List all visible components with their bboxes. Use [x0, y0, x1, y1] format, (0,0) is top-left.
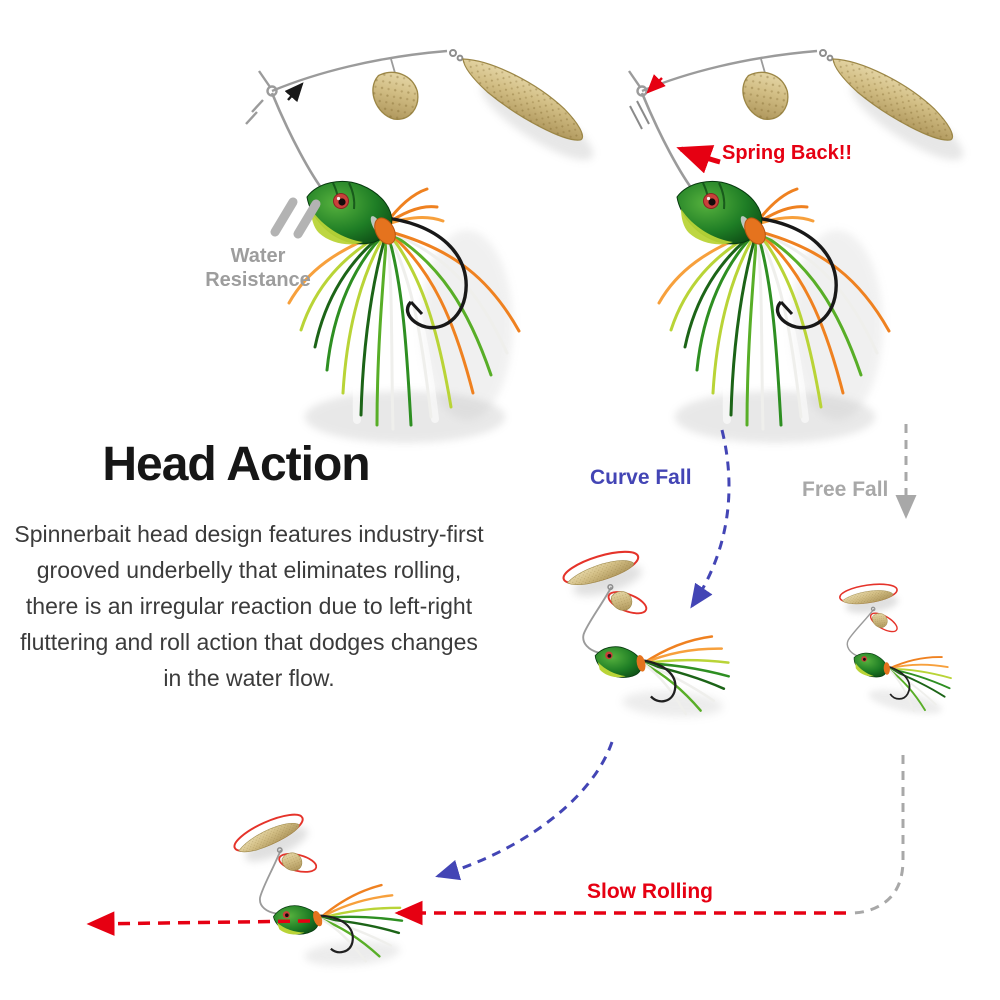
wire-flex-arrow-black — [245, 82, 304, 125]
spinnerbait-free-fall — [817, 570, 969, 720]
curve-fall-label: Curve Fall — [590, 466, 692, 489]
free-fall-label: Free Fall — [802, 478, 889, 501]
spinnerbait-curve-fall — [553, 541, 735, 719]
spring-back-arrow — [676, 145, 721, 174]
spinnerbait-bottom — [229, 801, 405, 973]
curve-fall-arrow — [690, 429, 731, 609]
water-resistance-label: Water Resistance — [205, 245, 311, 291]
spinnerbait-right — [629, 45, 972, 443]
spring-back-label: Spring Back!! — [722, 142, 853, 164]
blue-descent-arrow — [435, 741, 614, 881]
slow-rolling-label: Slow Rolling — [587, 880, 713, 903]
description-text: Spinnerbait head design features industr… — [14, 521, 484, 691]
wire-flex-arrow-red — [629, 74, 666, 130]
page-title: Head Action — [102, 438, 370, 491]
slow-rolling-arrow-2 — [86, 911, 311, 936]
gray-corner-arrow — [849, 755, 905, 915]
water-resistance-marks — [270, 197, 321, 239]
